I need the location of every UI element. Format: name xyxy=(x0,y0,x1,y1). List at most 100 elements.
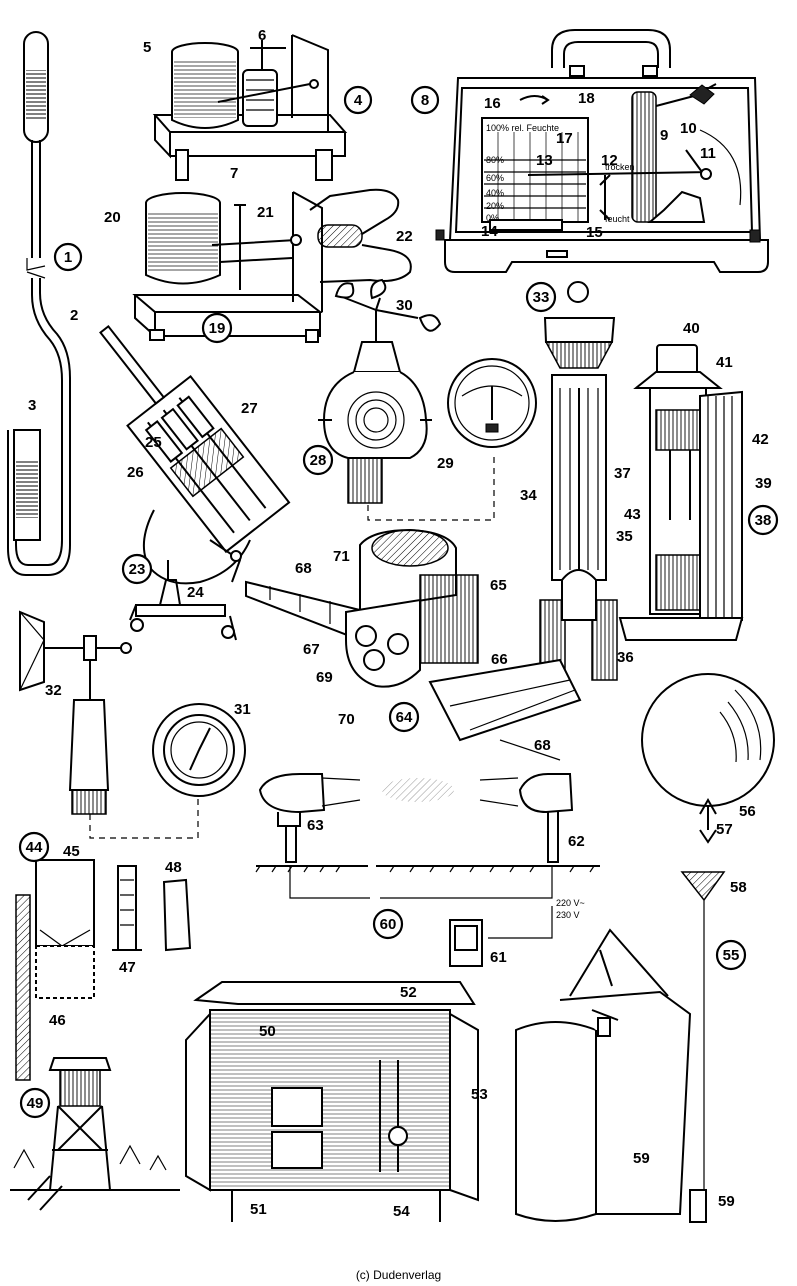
thermometer-screen xyxy=(618,344,744,641)
tilted-hygrometer xyxy=(99,324,291,641)
circled-label-23: 23 xyxy=(121,553,153,585)
label-19: 19 xyxy=(209,320,226,337)
label-26: 26 xyxy=(127,464,144,481)
chart-tick-20: 20% xyxy=(486,201,504,211)
label-41: 41 xyxy=(716,354,733,371)
label-53: 53 xyxy=(471,1086,488,1103)
rain-gauge xyxy=(15,859,192,1081)
circled-label-4: 4 xyxy=(343,85,373,115)
circled-label-44: 44 xyxy=(18,831,50,863)
label-4: 4 xyxy=(354,92,363,109)
label-33: 33 xyxy=(533,289,550,306)
label-48: 48 xyxy=(165,859,182,876)
chart-tick-60: 60% xyxy=(486,173,504,183)
label-67: 67 xyxy=(303,641,320,658)
chart-tick-0: 0% xyxy=(486,213,499,223)
label-45: 45 xyxy=(63,843,80,860)
number-labels: 2 3 5 6 7 9 10 11 12 13 14 15 16 17 18 2… xyxy=(28,27,772,1220)
label-18: 18 xyxy=(578,90,595,107)
hygrograph xyxy=(435,29,769,273)
label-56: 56 xyxy=(739,803,756,820)
anemometer-indicator xyxy=(447,358,537,448)
label-8: 8 xyxy=(421,92,429,109)
label-34: 34 xyxy=(520,487,537,504)
label-15: 15 xyxy=(586,224,603,241)
cup-anemometer xyxy=(318,278,495,521)
label-30: 30 xyxy=(396,297,413,314)
label-46: 46 xyxy=(49,1012,66,1029)
label-69: 69 xyxy=(316,669,333,686)
power-text: 220 V~ 230 V xyxy=(556,898,585,920)
circled-label-55: 55 xyxy=(715,939,747,971)
label-38: 38 xyxy=(755,512,772,529)
label-60: 60 xyxy=(380,916,397,933)
copyright-credit: (c) Dudenverlag xyxy=(355,1268,442,1282)
thermograph xyxy=(132,188,412,343)
label-35: 35 xyxy=(616,528,633,545)
label-39: 39 xyxy=(755,475,772,492)
visibility-meter xyxy=(255,773,600,967)
label-49: 49 xyxy=(27,1095,44,1112)
label-13: 13 xyxy=(536,152,553,169)
label-36: 36 xyxy=(617,649,634,666)
label-68-left: 68 xyxy=(295,560,312,577)
circled-label-33: 33 xyxy=(525,281,557,313)
label-27: 27 xyxy=(241,400,258,417)
power-label-230: 230 V xyxy=(556,910,580,920)
label-57: 57 xyxy=(716,821,733,838)
label-32: 32 xyxy=(45,682,62,699)
radiosonde-balloon xyxy=(641,673,775,1223)
label-61: 61 xyxy=(490,949,507,966)
circled-label-64: 64 xyxy=(388,701,420,733)
circled-label-28: 28 xyxy=(302,444,334,476)
label-11: 11 xyxy=(700,145,716,162)
wind-vane xyxy=(19,610,199,839)
label-42: 42 xyxy=(752,431,769,448)
aspiration-psychrometer xyxy=(539,281,618,681)
circled-label-38: 38 xyxy=(747,504,779,536)
label-25: 25 xyxy=(145,434,162,451)
label-71: 71 xyxy=(333,548,350,565)
label-68-right: 68 xyxy=(534,737,551,754)
wind-direction-dial xyxy=(152,703,246,797)
label-59-container: 59 xyxy=(633,1150,650,1167)
label-9: 9 xyxy=(660,127,668,144)
parachute-container xyxy=(515,928,692,1222)
label-24: 24 xyxy=(187,584,204,601)
label-10: 10 xyxy=(680,120,697,137)
label-40: 40 xyxy=(683,320,700,337)
circled-label-49: 49 xyxy=(19,1087,51,1119)
label-14: 14 xyxy=(481,223,498,240)
label-52: 52 xyxy=(400,984,417,1001)
label-21: 21 xyxy=(257,204,274,221)
label-50: 50 xyxy=(259,1023,276,1040)
chart-side-wet: feucht xyxy=(605,214,630,224)
label-43: 43 xyxy=(624,506,641,523)
barograph xyxy=(152,34,348,181)
weather-satellite xyxy=(245,528,582,761)
label-59-weight: 59 xyxy=(718,1193,735,1210)
label-31: 31 xyxy=(234,701,251,718)
label-64: 64 xyxy=(396,709,413,726)
label-6: 6 xyxy=(258,27,266,44)
siphon-barometer xyxy=(7,31,71,576)
label-1: 1 xyxy=(64,249,72,266)
observation-tower xyxy=(10,1057,180,1211)
label-58: 58 xyxy=(730,879,747,896)
label-62: 62 xyxy=(568,833,585,850)
label-47: 47 xyxy=(119,959,136,976)
label-16: 16 xyxy=(484,95,501,112)
circled-label-8: 8 xyxy=(410,85,440,115)
chart-side-dry: trocken xyxy=(605,162,635,172)
label-51: 51 xyxy=(250,1201,267,1218)
label-22: 22 xyxy=(396,228,413,245)
label-54: 54 xyxy=(393,1203,410,1220)
label-17: 17 xyxy=(556,130,573,147)
label-55: 55 xyxy=(723,947,740,964)
circled-label-60: 60 xyxy=(372,908,404,940)
label-44: 44 xyxy=(26,839,43,856)
label-5: 5 xyxy=(143,39,151,56)
label-12: 12 xyxy=(601,152,618,169)
label-37: 37 xyxy=(614,465,631,482)
